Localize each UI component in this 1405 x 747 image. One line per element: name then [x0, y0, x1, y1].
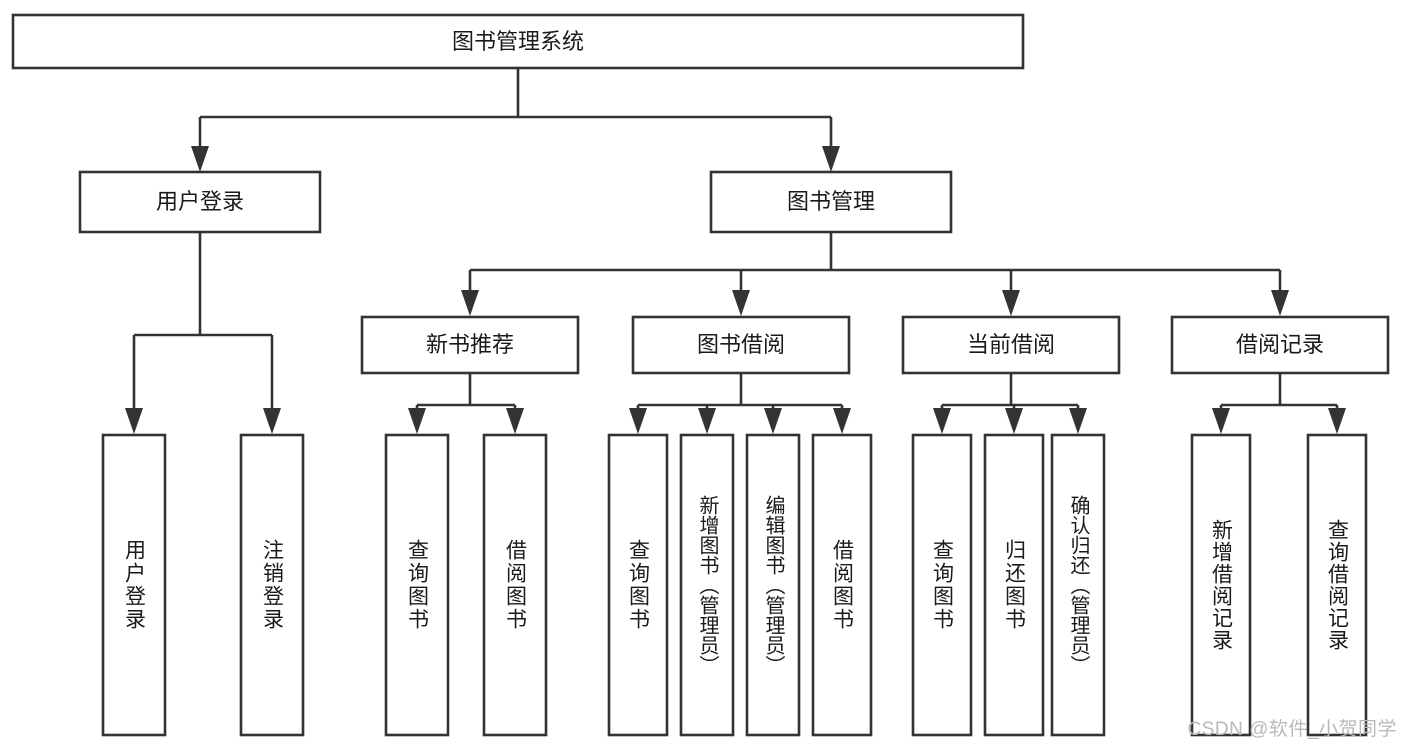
- node-box-leaf-add-borrow-record[interactable]: [1190, 433, 1252, 737]
- node-box-root[interactable]: [11, 13, 1025, 70]
- node-box-leaf-query-borrow-record[interactable]: [1306, 433, 1368, 737]
- connector-borrow-record-to-leaves: [1219, 373, 1339, 409]
- arrow-cb-leaf-2: [1005, 408, 1023, 434]
- node-box-borrow-record[interactable]: [1170, 315, 1390, 375]
- connector-book-management-to-level3: [468, 232, 1282, 291]
- node-box-leaf-query-book-current[interactable]: [911, 433, 973, 737]
- node-box-leaf-return-book[interactable]: [983, 433, 1045, 737]
- csdn-watermark: CSDN @软件_小贺同学: [1187, 719, 1397, 740]
- node-box-leaf-query-book-borrow[interactable]: [607, 433, 669, 737]
- arrow-br-leaf-1: [1212, 408, 1230, 434]
- arrow-bm-to-new-book-recommend: [461, 290, 479, 316]
- arrow-user-login-leaf-2: [263, 408, 281, 434]
- node-label-borrow-record: 借阅记录: [1236, 332, 1324, 357]
- arrow-user-login-leaf-1: [125, 408, 143, 434]
- arrow-root-to-book-management: [822, 146, 840, 172]
- arrow-nbr-leaf-2: [506, 408, 524, 434]
- node-box-leaf-logout-login[interactable]: [239, 433, 305, 737]
- node-box-new-book-recommend[interactable]: [360, 315, 580, 375]
- arrow-cb-leaf-3: [1069, 408, 1087, 434]
- node-box-leaf-edit-book-admin[interactable]: [745, 433, 801, 737]
- node-box-leaf-borrow-book-rec[interactable]: [482, 433, 548, 737]
- connector-root-to-level2: [198, 68, 833, 148]
- node-label-new-book-recommend: 新书推荐: [426, 332, 514, 357]
- arrow-bm-to-borrow-record: [1271, 290, 1289, 316]
- node-label-book-borrow: 图书借阅: [697, 332, 785, 357]
- node-box-leaf-query-book-rec[interactable]: [384, 433, 450, 737]
- node-box-user-login[interactable]: [78, 170, 322, 234]
- arrow-cb-leaf-1: [933, 408, 951, 434]
- node-label-book-management: 图书管理: [787, 189, 875, 214]
- node-box-leaf-confirm-return-admin[interactable]: [1050, 433, 1106, 737]
- arrow-bb-leaf-2: [698, 408, 716, 434]
- node-box-leaf-borrow-book[interactable]: [811, 433, 873, 737]
- node-label-root: 图书管理系统: [452, 29, 584, 54]
- arrow-bm-to-book-borrow: [732, 290, 750, 316]
- node-label-current-borrow: 当前借阅: [967, 332, 1055, 357]
- node-box-leaf-user-login[interactable]: [101, 433, 167, 737]
- node-box-current-borrow[interactable]: [901, 315, 1121, 375]
- connector-book-borrow-to-leaves: [636, 373, 844, 409]
- node-box-leaf-add-book-admin[interactable]: [679, 433, 735, 737]
- node-label-user-login: 用户登录: [156, 189, 244, 214]
- arrow-br-leaf-2: [1328, 408, 1346, 434]
- arrow-bm-to-current-borrow: [1002, 290, 1020, 316]
- node-box-book-management[interactable]: [709, 170, 953, 234]
- connector-user-login-to-leaves: [132, 232, 274, 409]
- arrow-bb-leaf-4: [833, 408, 851, 434]
- arrow-bb-leaf-3: [764, 408, 782, 434]
- node-box-book-borrow[interactable]: [631, 315, 851, 375]
- arrow-root-to-user-login: [191, 146, 209, 172]
- connector-new-book-recommend-to-leaves: [415, 373, 517, 409]
- connector-current-borrow-to-leaves: [940, 373, 1080, 409]
- arrow-nbr-leaf-1: [408, 408, 426, 434]
- arrow-bb-leaf-1: [629, 408, 647, 434]
